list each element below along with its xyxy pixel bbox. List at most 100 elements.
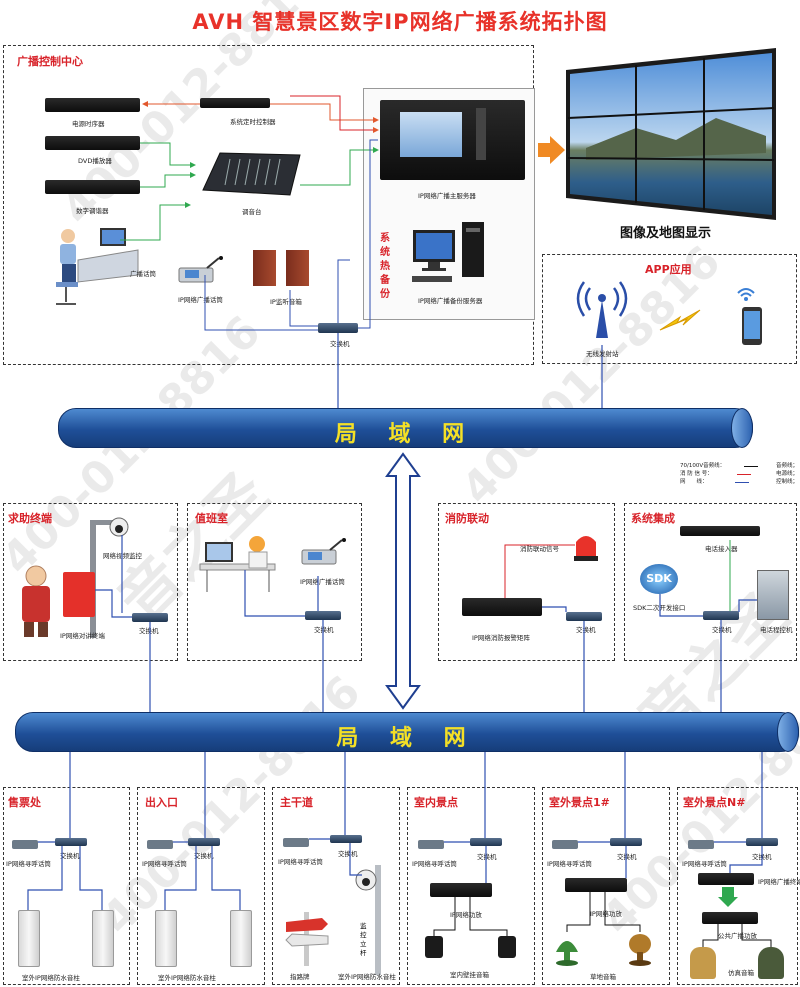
zone-switch (746, 838, 778, 846)
zone-mic-label: IP网络寻呼话筒 (278, 858, 323, 866)
integration-switch (703, 611, 739, 620)
help-switch (132, 613, 168, 622)
zone-switch (330, 835, 362, 843)
zone-mic (688, 840, 714, 849)
fire-title: 消防联动 (445, 512, 489, 525)
zone-speaker (425, 936, 443, 958)
signpost-icon (285, 912, 329, 966)
page-title: AVH 智慧景区数字IP网络广播系统拓扑图 (192, 10, 608, 34)
legend-value: 电源线； (775, 471, 798, 477)
zone-speaker (18, 910, 40, 967)
zone-amp (565, 878, 627, 892)
zone-mic-label: IP网络寻呼话筒 (412, 860, 457, 868)
zone-speaker (155, 910, 177, 967)
double-arrow (385, 452, 421, 710)
lan-bottom-end (777, 712, 799, 752)
zone-switch-label: 交换机 (477, 853, 497, 861)
zone-indoor-box (407, 787, 535, 985)
legend-swatch (743, 466, 758, 470)
fire-signal-label: 消防联动信号 (520, 545, 559, 553)
hot-backup-label: 系统热备份 (380, 233, 390, 300)
center-switch-label: 交换机 (330, 340, 350, 348)
zone-title: 出入口 (145, 796, 178, 809)
zone-speaker-label: 室外IP网络防水音柱 (158, 974, 216, 982)
dvd-label: DVD播放器 (78, 157, 112, 165)
zone-outdoorN-box (677, 787, 798, 985)
duty-box (187, 503, 362, 661)
timer-label: 系统定时控制器 (230, 118, 276, 126)
zone-terminal (698, 873, 754, 885)
center-switch (318, 323, 358, 333)
lan-top-end (731, 408, 753, 448)
zone-switch-label: 交换机 (194, 852, 214, 860)
integration-switch-label: 交换机 (712, 626, 732, 634)
zone-speaker-label: 草地音箱 (590, 973, 616, 981)
legend-row: 消 防 信 号：电源线； (680, 470, 798, 478)
mixer-icon (202, 152, 301, 196)
phone-cabinet-label: 电话程控机 (760, 626, 793, 634)
duty-switch-label: 交换机 (314, 626, 334, 634)
legend: 70/100V音频线：音频线； 消 防 信 号：电源线； 网 线：控制线； (680, 462, 798, 486)
zone-speaker (556, 941, 578, 966)
lan-top-label: 局 域 网 (334, 422, 477, 447)
phone-gateway (680, 526, 760, 536)
zone-title: 室内景点 (414, 796, 458, 809)
antenna-icon (576, 281, 628, 338)
zone-switch-label: 交换机 (338, 850, 358, 858)
zone-mic-label: IP网络寻呼话筒 (6, 860, 51, 868)
zone-speaker (230, 910, 252, 967)
smartphone-icon (737, 288, 762, 345)
duty-mic-icon (301, 538, 346, 565)
fire-box (438, 503, 615, 661)
zone-switch (610, 838, 642, 846)
help-terminal-label: IP网络对讲终端 (60, 632, 105, 640)
zone-mic (283, 838, 309, 847)
fire-alarm-label: IP网络消防报警矩阵 (472, 634, 530, 642)
tuner-label: 数字调谐器 (76, 207, 109, 215)
lan-top: 局 域 网 (58, 408, 753, 448)
tuner (45, 180, 140, 194)
legend-row: 70/100V音频线：音频线； (680, 462, 798, 470)
help-person-icon (22, 565, 50, 637)
help-switch-label: 交换机 (139, 627, 159, 635)
legend-row: 网 线：控制线； (680, 478, 798, 486)
zone-speaker-label: 室外IP网络防水音柱 (22, 974, 80, 982)
signpost-label: 指路牌 (290, 973, 310, 981)
zone-switch (55, 838, 87, 846)
duty-operator-icon (199, 536, 276, 592)
zone-amp (702, 912, 758, 924)
zone-speaker-label: 仿真音箱 (728, 969, 754, 977)
integration-title: 系统集成 (631, 512, 675, 525)
zone-speaker-label: 室内壁挂音箱 (450, 971, 489, 979)
timer-controller (200, 98, 270, 108)
help-terminal (63, 572, 95, 617)
lightning-icon (659, 309, 701, 331)
zone-speaker (92, 910, 114, 967)
pole-label: 监控立杆 (360, 922, 367, 957)
mixer-label: 调音台 (242, 208, 262, 216)
zone-mic-label: IP网络寻呼话筒 (547, 860, 592, 868)
zone-road-box (272, 787, 400, 985)
video-wall (566, 48, 776, 220)
sdk-label: SDK二次开发接口 (633, 604, 686, 612)
fire-alarm-matrix (462, 598, 542, 616)
mic-user-label: 广播话筒 (130, 270, 156, 278)
zone-amp-label: IP网络功放 (450, 911, 482, 919)
power-sequencer (45, 98, 140, 112)
zone-title: 主干道 (280, 796, 313, 809)
fire-switch-label: 交换机 (576, 626, 596, 634)
help-title: 求助终端 (8, 512, 52, 525)
zone-switch-label: 交换机 (617, 853, 637, 861)
legend-value: 音频线； (775, 463, 798, 469)
zone-amp-label: 公共广播功放 (718, 932, 757, 940)
control-center-title: 广播控制中心 (17, 55, 83, 68)
app-box (542, 254, 797, 364)
zone-amp (430, 883, 492, 897)
power-sequencer-label: 电源时序器 (72, 120, 105, 128)
zone-switch-label: 交换机 (60, 852, 80, 860)
zone-switch (470, 838, 502, 846)
zone-title: 室外景点N# (683, 796, 746, 809)
